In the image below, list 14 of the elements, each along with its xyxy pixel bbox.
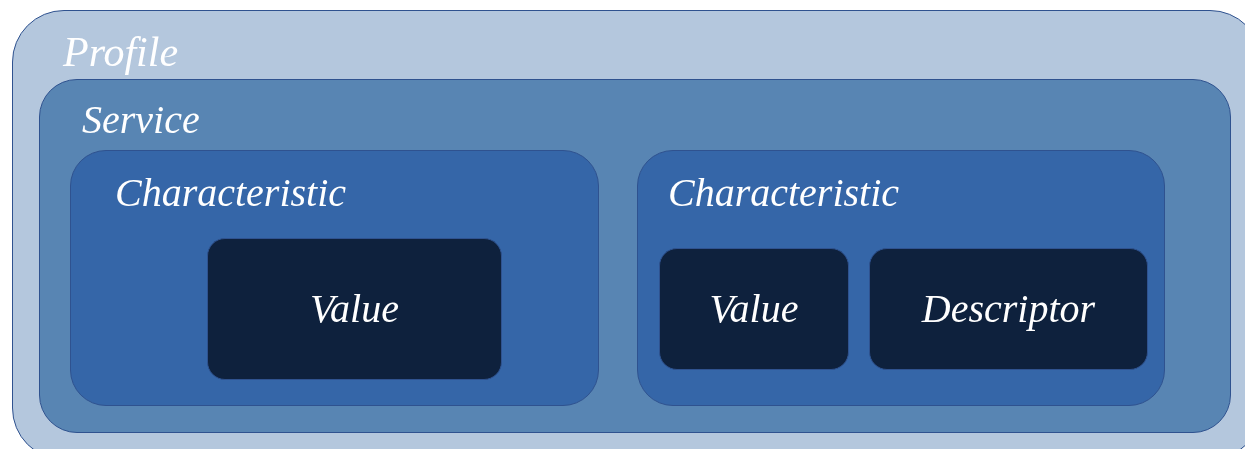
box-label: Value: [310, 287, 399, 331]
value-box: [207, 238, 502, 380]
box-title: Profile: [63, 29, 179, 76]
container-box: [39, 79, 1231, 433]
box-title: Characteristic: [115, 171, 347, 215]
value-box: [869, 248, 1148, 370]
container-box: [637, 150, 1165, 406]
container-box: [12, 10, 1245, 449]
box-label: Value: [709, 287, 799, 331]
value-box: [659, 248, 849, 370]
container-box: [70, 150, 599, 406]
box-title: Service: [82, 98, 200, 142]
box-title: Characteristic: [668, 171, 900, 215]
box-label: Descriptor: [921, 287, 1096, 331]
